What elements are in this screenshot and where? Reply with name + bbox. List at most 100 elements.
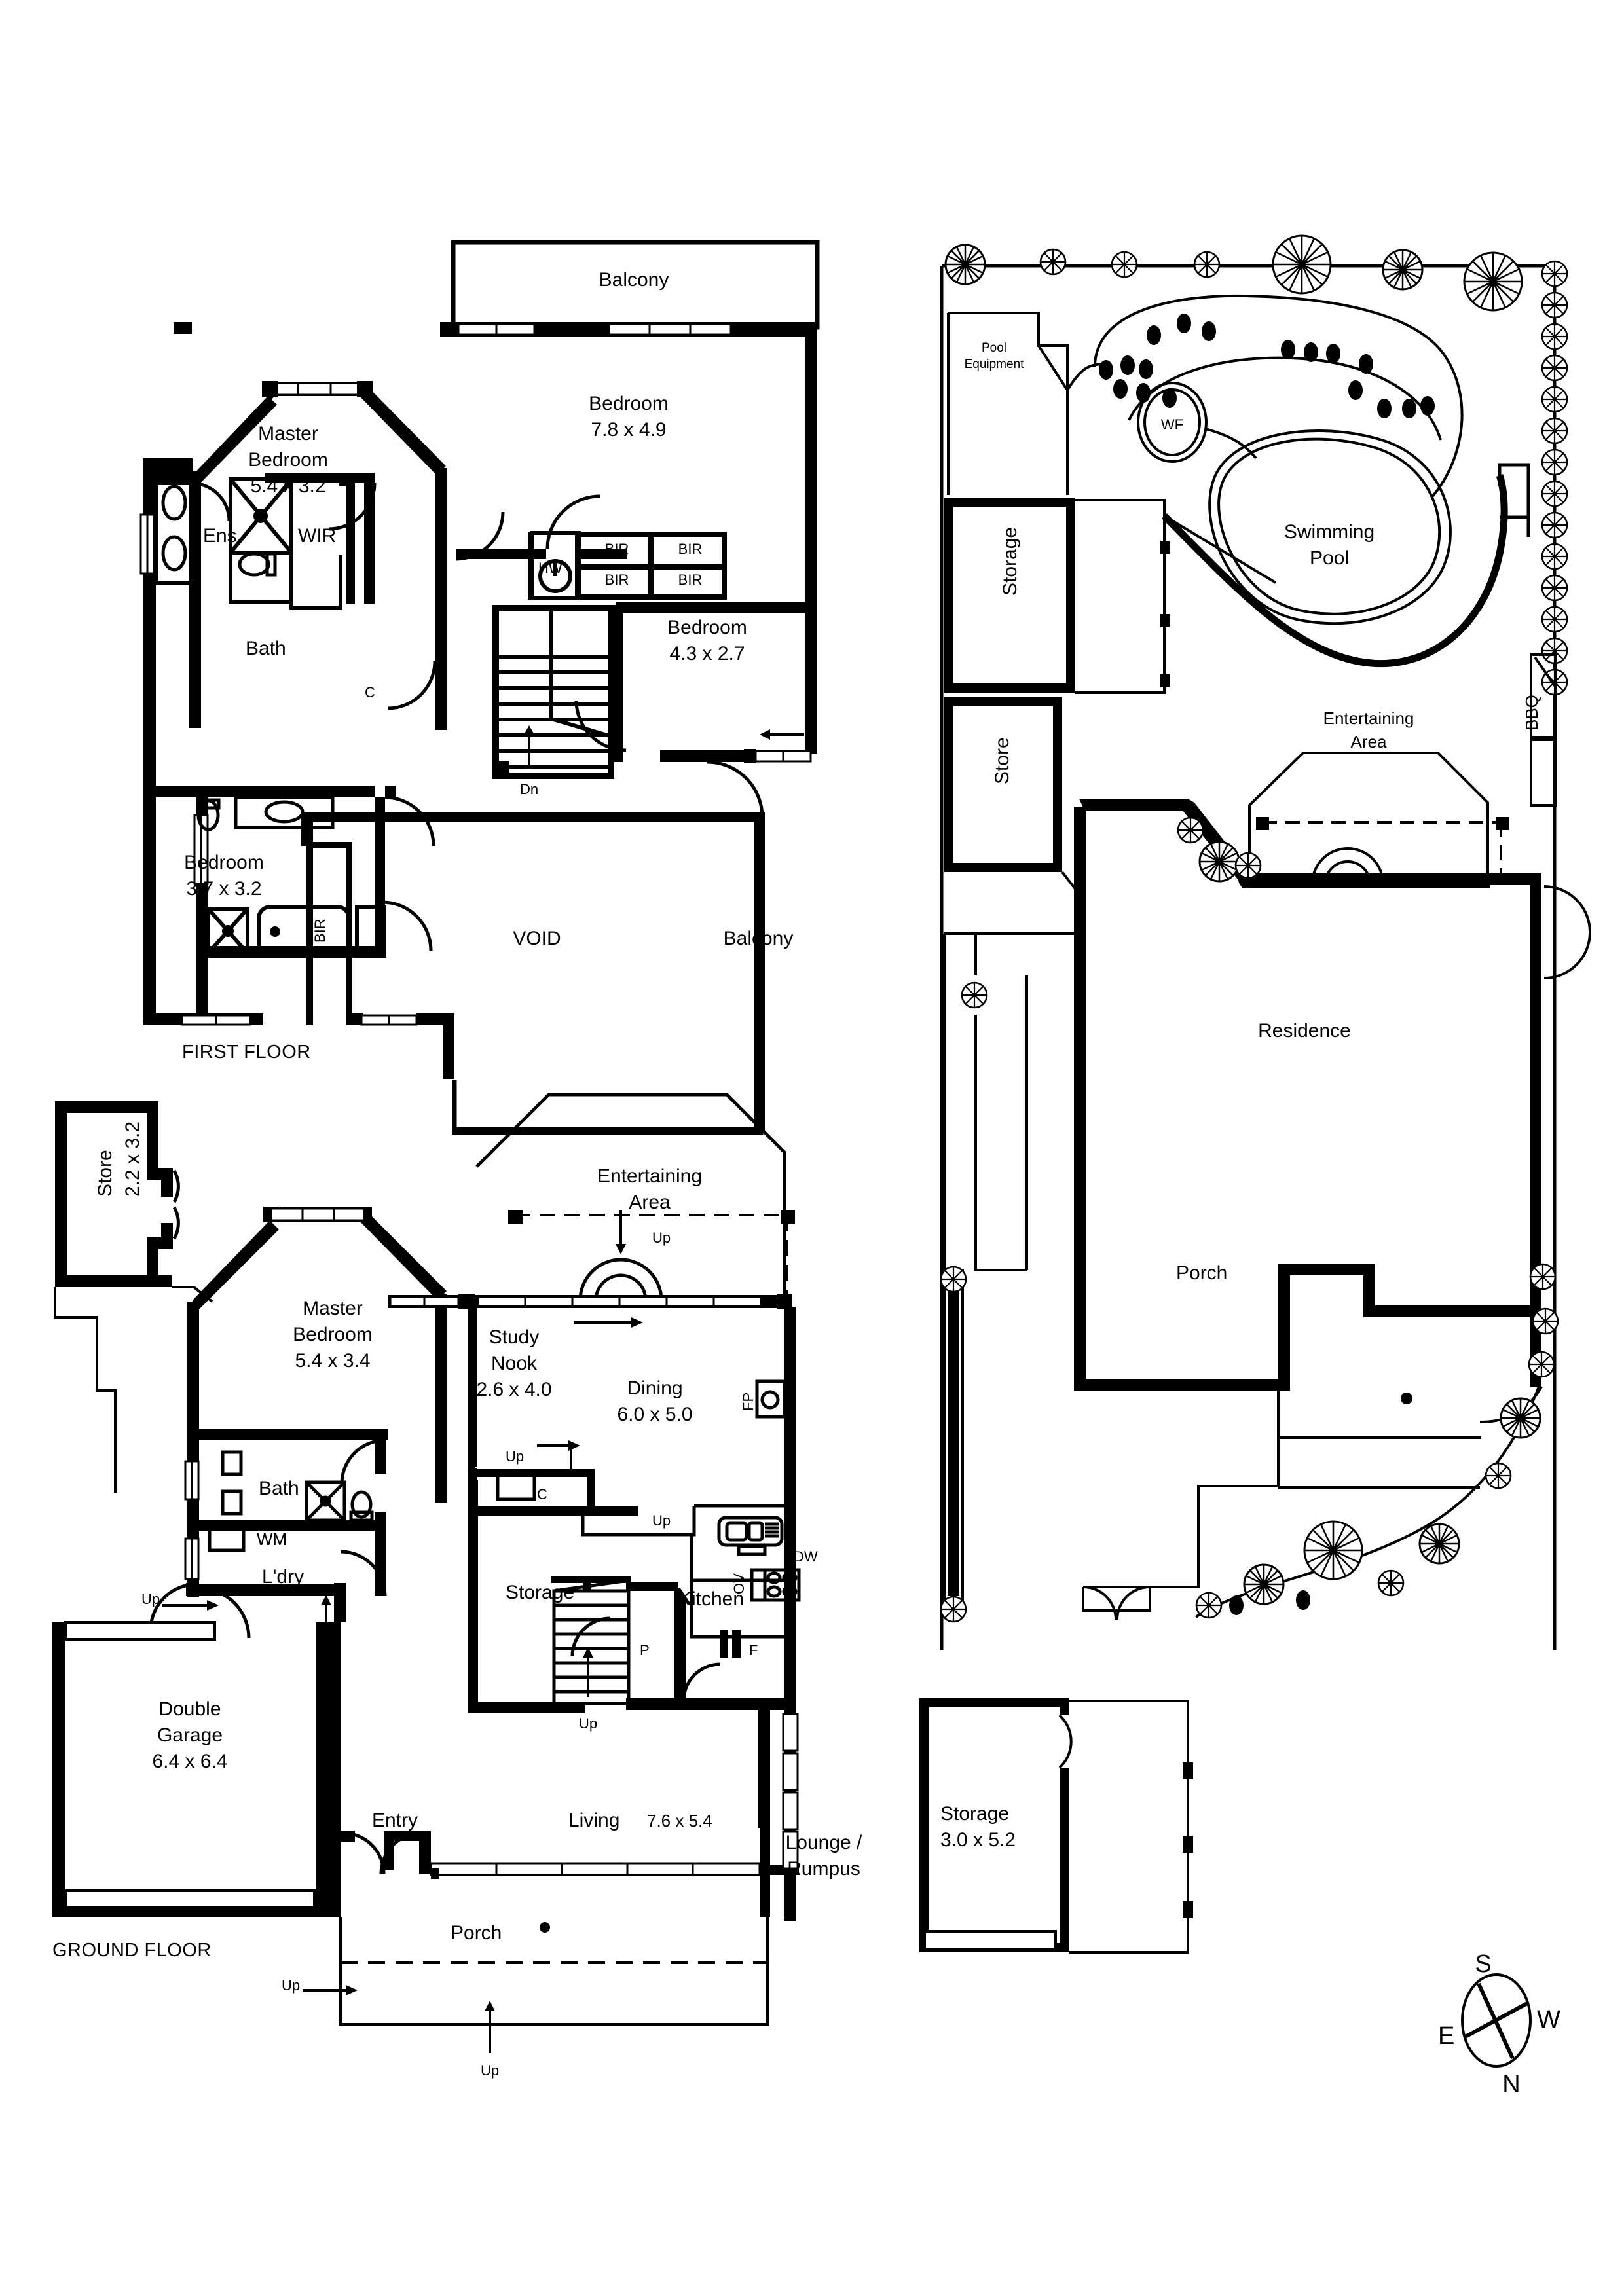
gf-porch-outline bbox=[339, 1917, 769, 2026]
gf-ov-label: OV bbox=[731, 1573, 747, 1594]
ff-dn-label: Dn bbox=[520, 781, 538, 797]
gf-p-label: P bbox=[640, 1642, 650, 1658]
site-trees-north bbox=[944, 234, 1523, 312]
site-store bbox=[944, 697, 1062, 872]
ff-master-bedroom-dim: 5.4 x 3.2 bbox=[250, 475, 325, 497]
site-entertaining-line1: Entertaining bbox=[1323, 708, 1414, 728]
site-swimming-pool bbox=[1208, 429, 1452, 625]
site-swimming-line1: Swimming bbox=[1284, 521, 1375, 543]
ff-cupboard-label: C bbox=[365, 684, 375, 701]
gf-garage-dim: 6.4 x 6.4 bbox=[152, 1751, 227, 1772]
gf-store-door-swings bbox=[172, 1169, 180, 1240]
site-south-garden bbox=[1082, 1386, 1540, 1618]
ff-bedroom-ne-dim: 7.8 x 4.9 bbox=[591, 419, 666, 441]
ff-master-bedroom-line1: Master bbox=[258, 423, 318, 445]
gf-up-label-7: Up bbox=[282, 1977, 300, 1994]
gf-wm-label: WM bbox=[257, 1529, 287, 1549]
site-pool-equipment bbox=[947, 312, 1069, 495]
site-residence-label: Residence bbox=[1258, 1020, 1351, 1042]
gf-kitchen-label: Kitchen bbox=[678, 1588, 744, 1610]
gf-up-label-1: Up bbox=[506, 1448, 524, 1465]
ff-balcony-north-label: Balcony bbox=[599, 269, 669, 291]
site-swimming-line2: Pool bbox=[1310, 547, 1349, 569]
compass-south-label: S bbox=[1475, 1950, 1491, 1978]
gf-study-storage-walls bbox=[468, 1302, 638, 1713]
gf-entertaining-line1: Entertaining bbox=[597, 1165, 702, 1187]
ff-bir-label-1: BIR bbox=[605, 541, 629, 557]
gf-bath-label: Bath bbox=[259, 1478, 299, 1499]
gf-up-label-9: Up bbox=[652, 1230, 671, 1246]
gf-master-line2: Bedroom bbox=[293, 1324, 373, 1345]
ff-bath-label: Bath bbox=[246, 638, 286, 659]
ff-bir-vertical-label: BIR bbox=[312, 919, 328, 943]
site-tree-fence-top bbox=[940, 1266, 967, 1293]
site-entertaining-line2: Area bbox=[1351, 732, 1387, 752]
ff-void-label: VOID bbox=[513, 928, 561, 949]
gf-entry-label: Entry bbox=[372, 1810, 418, 1831]
compass-east-label: E bbox=[1438, 2022, 1454, 2050]
gf-up-label-4: Up bbox=[579, 1715, 597, 1732]
ff-floor-title: FIRST FLOOR bbox=[182, 1042, 311, 1063]
gf-master-walls bbox=[187, 1207, 447, 1503]
site-bbq bbox=[1530, 653, 1557, 807]
ff-ensuite-label: Ens bbox=[203, 525, 237, 547]
ff-balcony-south-label: Balcony bbox=[724, 928, 794, 949]
gf-storage-label: Storage bbox=[506, 1582, 574, 1603]
gf-garage-line1: Double bbox=[158, 1698, 221, 1720]
ground-floor-plan: Store 2.2 x 3.2 Master Bedroom 5.4 x 3.4… bbox=[52, 1093, 862, 2079]
gf-fp-label: FP bbox=[740, 1393, 756, 1411]
gf-entertaining-line2: Area bbox=[629, 1192, 671, 1213]
gf-master-line1: Master bbox=[303, 1298, 363, 1319]
site-plan: S W E N Pool Equipment Storage WF Swimmi… bbox=[919, 234, 1591, 2098]
ff-wir-label: WIR bbox=[298, 525, 336, 547]
gf-up-label-8: Up bbox=[481, 2062, 499, 2079]
site-shrub-4 bbox=[1234, 852, 1262, 879]
site-pool-equipment-line2: Equipment bbox=[965, 357, 1025, 371]
site-front-storage-line2: 3.0 x 5.2 bbox=[940, 1829, 1016, 1851]
site-pool-storage-label: Storage bbox=[999, 527, 1021, 596]
gf-dw-label: DW bbox=[794, 1548, 818, 1565]
site-wf-label: WF bbox=[1161, 416, 1183, 433]
gf-study-dim: 2.6 x 4.0 bbox=[476, 1379, 551, 1400]
gf-living-dim: 7.6 x 5.4 bbox=[647, 1811, 712, 1831]
site-bbq-label: BBQ bbox=[1522, 695, 1541, 731]
compass-north-label: N bbox=[1502, 2071, 1520, 2098]
site-residence-walls bbox=[1074, 799, 1541, 1391]
gf-store-dim: 2.2 x 3.2 bbox=[122, 1121, 143, 1197]
gf-master-dim: 5.4 x 3.4 bbox=[295, 1350, 370, 1372]
ff-bir-label-3: BIR bbox=[605, 572, 629, 588]
site-front-storage-line1: Storage bbox=[940, 1803, 1009, 1825]
site-pool-equipment-line1: Pool bbox=[982, 341, 1006, 355]
site-west-fence bbox=[943, 1269, 964, 1612]
ff-master-bedroom-line2: Bedroom bbox=[248, 449, 328, 471]
ff-bir-label-4: BIR bbox=[678, 572, 703, 588]
gf-f-label: F bbox=[749, 1642, 758, 1658]
gf-living-label: Living bbox=[568, 1810, 619, 1831]
site-pool-storage bbox=[944, 498, 1075, 693]
gf-entertaining-outline bbox=[475, 1093, 786, 1302]
ff-bir-label-2: BIR bbox=[678, 541, 703, 557]
gf-up-label-6: Up bbox=[317, 1655, 335, 1671]
ff-walls bbox=[139, 240, 820, 1135]
ff-bedroom-e-dim: 4.3 x 2.7 bbox=[669, 643, 745, 665]
gf-study-line2: Nook bbox=[491, 1353, 538, 1374]
site-shrub-2 bbox=[1198, 841, 1240, 883]
site-tree-west bbox=[961, 981, 988, 1009]
gf-up-label-5: Up bbox=[141, 1591, 160, 1607]
gf-store-label: Store bbox=[94, 1150, 116, 1197]
compass-rose bbox=[1461, 1973, 1532, 2068]
site-front-storage-walls bbox=[919, 1698, 1069, 1952]
ff-bedroom-e-label: Bedroom bbox=[667, 617, 747, 638]
gf-store-walls bbox=[55, 1101, 173, 1287]
gf-porch-post bbox=[540, 1922, 550, 1933]
ff-hw-label: HW bbox=[538, 560, 563, 576]
ff-bedroom-sw-dim: 3.7 x 3.2 bbox=[186, 878, 261, 900]
gf-lounge-line2: Rumpus bbox=[787, 1858, 860, 1880]
gf-up-label-2: C bbox=[537, 1486, 547, 1503]
gf-dining-dim: 6.0 x 5.0 bbox=[617, 1404, 692, 1425]
gf-kitchen-bench bbox=[581, 1504, 801, 1639]
site-entertaining-outline bbox=[1248, 752, 1490, 888]
ff-bedroom-ne-label: Bedroom bbox=[589, 393, 669, 414]
